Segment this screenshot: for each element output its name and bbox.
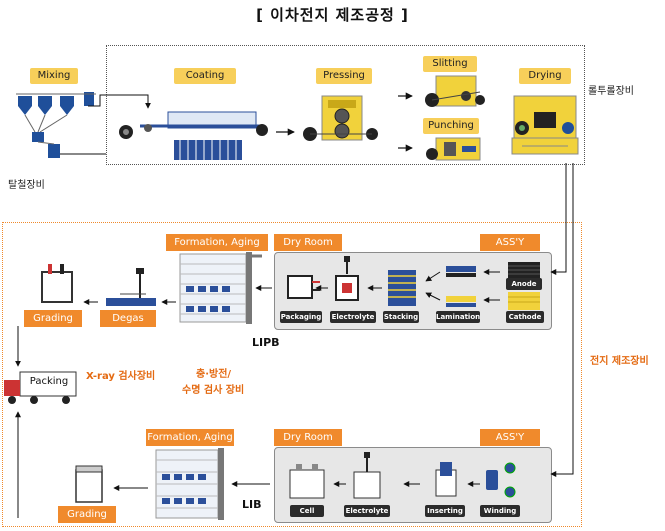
packing-truck-icon xyxy=(4,371,77,404)
mixing-label: Mixing xyxy=(30,68,78,84)
lib-winding-label: Winding xyxy=(480,505,520,517)
lipb-anode-label: Anode xyxy=(506,278,542,290)
deiron-equipment-label: 탈철장비 xyxy=(8,180,45,191)
roll-to-roll-box xyxy=(106,45,585,165)
inserting-icon xyxy=(435,462,457,497)
punching-machine-icon xyxy=(426,137,481,161)
cell-equipment-box xyxy=(2,222,582,527)
lib-cell-label: Cell xyxy=(290,505,324,517)
page-title: [ 이차전지 제조공정 ] xyxy=(256,6,409,24)
lipb-formation-rack-icon xyxy=(179,252,262,324)
lipb-formation-label: Formation, Aging xyxy=(166,234,268,251)
drying-machine-icon xyxy=(511,95,579,155)
lipb-cathode-label: Cathode xyxy=(506,311,544,323)
lipb-degas-label: Degas xyxy=(100,310,156,327)
lipb-lamination-label: Lamination xyxy=(436,311,481,323)
pressing-label: Pressing xyxy=(316,68,372,84)
lipb-grading-label: Grading xyxy=(24,310,82,327)
cell-equipment-label: 전지 제조장비 xyxy=(590,356,649,367)
coating-machine-icon xyxy=(119,111,268,160)
degas-machine-icon xyxy=(106,268,156,306)
packing-label: Packing xyxy=(29,376,69,387)
lipb-assy-label: ASS'Y xyxy=(480,234,540,251)
lib-assy-label: ASS'Y xyxy=(480,429,540,446)
slitting-machine-icon xyxy=(425,75,485,107)
lib-electrolyte-label: Electrolyte xyxy=(344,505,390,517)
lib-grading-label: Grading xyxy=(58,506,116,523)
lipb-grading-icon xyxy=(41,264,73,303)
punching-label: Punching xyxy=(423,118,479,134)
xray-equipment-label: X-ray 검사장비 xyxy=(86,371,156,382)
lib-name: LIB xyxy=(242,498,262,511)
lipb-electrolyte-label: Electrolyte xyxy=(330,311,376,323)
lipb-packaging-label: Packaging xyxy=(280,311,322,323)
coating-label: Coating xyxy=(174,68,236,84)
cathode-roll-icon xyxy=(508,292,540,310)
lipb-dryroom-label: Dry Room xyxy=(274,234,342,251)
charge-discharge-line1: 충·방전/ xyxy=(196,369,232,380)
anode-roll-icon xyxy=(508,262,540,278)
mixing-tanks-icon xyxy=(16,92,96,158)
drying-label: Drying xyxy=(519,68,571,84)
electrolyte-filling-icon xyxy=(335,256,359,301)
packaging-icon xyxy=(287,275,320,299)
roll-to-roll-side-label: 롤투롤장비 xyxy=(588,86,634,97)
slitting-label: Slitting xyxy=(423,56,477,72)
pressing-machine-icon xyxy=(303,95,378,141)
lipb-stacking-label: Stacking xyxy=(383,311,419,323)
lipb-name: LIPB xyxy=(252,336,280,349)
lib-electrolyte-icon xyxy=(353,452,381,499)
stacking-icon xyxy=(388,270,416,306)
lamination-icon xyxy=(446,266,476,307)
lib-inserting-label: Inserting xyxy=(425,505,465,517)
winding-icon xyxy=(486,462,516,498)
lib-formation-label: Formation, Aging xyxy=(146,429,234,446)
charge-discharge-line2: 수명 검사 장비 xyxy=(182,385,245,396)
lib-dryroom-label: Dry Room xyxy=(274,429,342,446)
lib-formation-rack-icon xyxy=(155,448,224,520)
lib-grading-icon xyxy=(75,465,103,503)
lib-cell-icon xyxy=(289,464,325,499)
